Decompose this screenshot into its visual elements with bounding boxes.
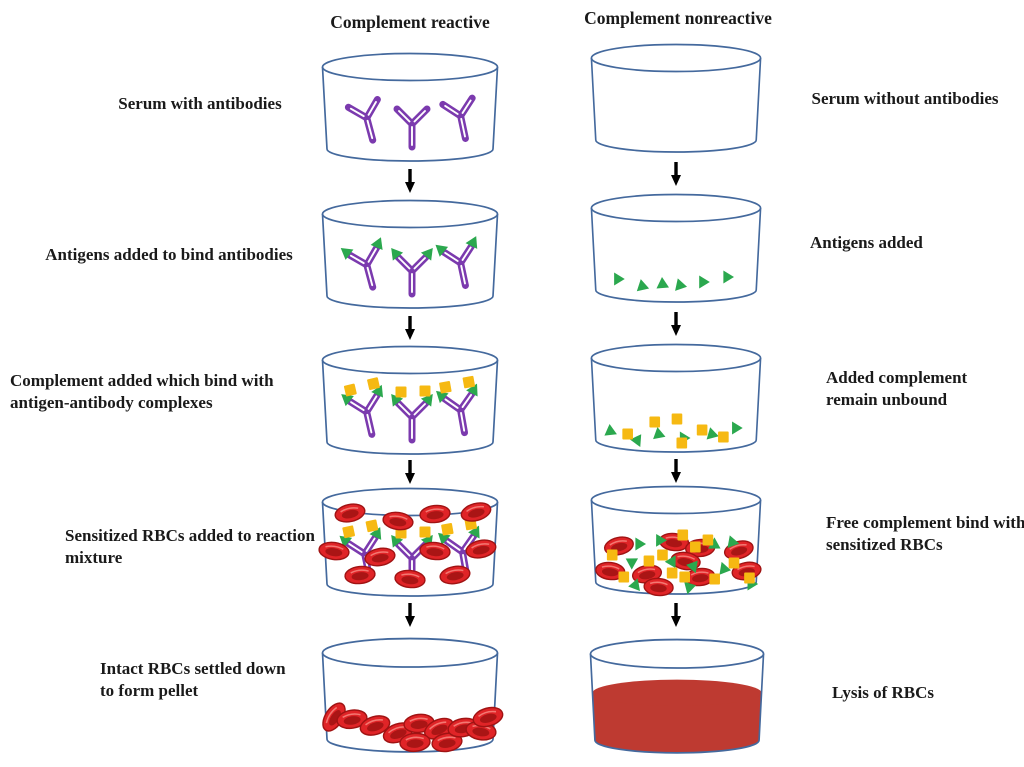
left-column-header: Complement reactive	[330, 12, 490, 32]
right-step-4-label: Free complement bind with sensitized RBC…	[826, 513, 1024, 554]
right-step-5-label: Lysis of RBCs	[832, 683, 935, 702]
right-step-3-label: Added complement remain unbound	[826, 368, 968, 409]
beaker-free-antigens	[590, 193, 762, 303]
beaker-complement-attacking-rbcs	[590, 485, 764, 598]
left-step-1-label: Serum with antibodies	[118, 94, 282, 113]
down-arrow-icon	[403, 315, 417, 341]
lysate-liquid	[592, 679, 762, 753]
beaker-lysed-rbcs	[589, 638, 765, 754]
left-step-4-label: Sensitized RBCs added to reaction mixtur…	[65, 526, 315, 567]
beaker-sensitized-rbc-mixture	[317, 487, 499, 597]
right-step-1-label: Serum without antibodies	[811, 89, 999, 108]
beaker-rbc-pellet	[317, 637, 506, 755]
beaker-serum-with-antibodies	[321, 52, 499, 162]
antibody-icons-group	[348, 98, 480, 147]
beaker-antigen-antibody	[321, 199, 499, 309]
left-step-5-label: Intact RBCs settled down to form pellet	[100, 659, 286, 700]
complement-complex-icons-group	[334, 374, 490, 440]
down-arrow-icon	[403, 168, 417, 194]
beaker-unbound-complement	[590, 343, 762, 453]
right-column-header: Complement nonreactive	[584, 8, 772, 28]
left-step-3-label: Complement added which bind with antigen…	[10, 371, 274, 412]
right-step-2-label: Antigens added	[810, 233, 923, 252]
down-arrow-icon	[403, 602, 417, 628]
down-arrow-icon	[669, 161, 683, 187]
down-arrow-icon	[403, 459, 417, 485]
antigen-antibody-complex-icons-group	[335, 231, 491, 294]
beaker-complement-bound-complexes	[321, 345, 499, 455]
down-arrow-icon	[669, 602, 683, 628]
beaker-serum-without-antibodies	[590, 43, 762, 153]
left-step-2-label: Antigens added to bind antibodies	[45, 245, 293, 264]
down-arrow-icon	[669, 311, 683, 337]
down-arrow-icon	[669, 458, 683, 484]
antigen-icons-group	[614, 270, 734, 292]
rbc-pellet-icons-group	[317, 698, 506, 755]
